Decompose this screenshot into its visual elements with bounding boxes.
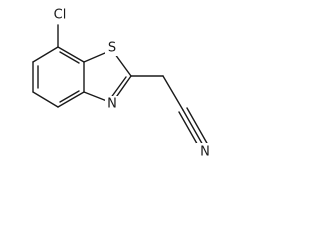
bond-c3-c4-inner [59,90,80,103]
bond-c5-c6-inner [59,51,80,64]
bond-c2-n-inner [109,76,127,100]
s-label-bg [105,40,119,56]
triple-bond-line-3 [186,107,209,146]
structure-diagram: Cl S N N [32,6,212,161]
atom-label-cl: Cl [54,8,67,23]
benzene-ring [32,46,85,108]
thiazole-ring [83,49,132,104]
bond-c6-c1 [32,46,59,63]
atom-label-n-ring: N [107,97,117,112]
triple-bond-line-1 [182,109,205,148]
bond-ch2-cn [162,75,184,111]
bond-c5-c6 [57,46,85,63]
triple-bond-line-2 [178,111,201,150]
atom-label-n-nitrile: N [200,145,210,160]
cl-label-bg [48,6,70,23]
atom-label-s: S [108,41,116,56]
n-nitrile-label-bg [196,143,212,161]
triple-bond [178,107,209,150]
bond-c3-c4 [57,91,85,108]
n-ring-label-bg [105,96,119,112]
bond-c2-c3 [32,91,59,108]
